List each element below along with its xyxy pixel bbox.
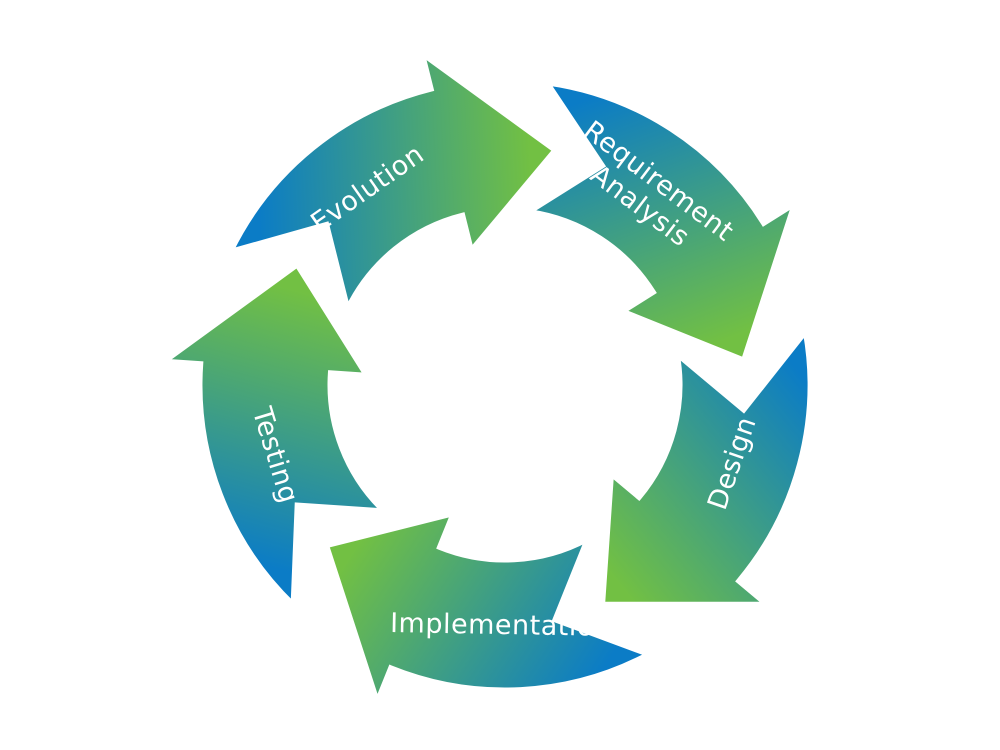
arrow-testing <box>157 261 391 611</box>
arrow-evolution <box>226 48 559 316</box>
arrow-implementation <box>323 510 655 709</box>
cycle-arrows <box>157 48 813 709</box>
arrow-design <box>599 326 813 607</box>
label-implementation: Implementation <box>390 608 612 643</box>
arrow-requirement-analysis <box>522 79 799 364</box>
